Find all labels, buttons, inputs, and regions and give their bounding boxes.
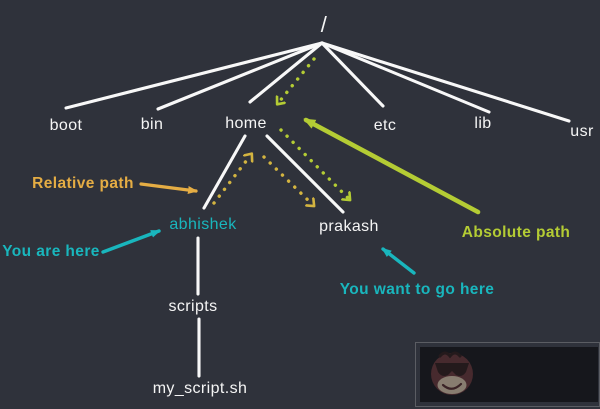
node-bin-label: bin: [141, 116, 164, 133]
absolute-path-dotted-route: [279, 57, 348, 198]
dotted-root-to-home: [279, 57, 316, 102]
node-home-label: home: [225, 115, 267, 132]
edge-root-bin: [156, 41, 324, 111]
node-usr-label: usr: [570, 123, 594, 140]
you-want-to-go-here-label: You want to go here: [340, 281, 495, 298]
node-scripts-label: scripts: [168, 298, 217, 315]
node-labels: / boot bin home etc lib usr abhishek pra…: [50, 12, 594, 397]
edge-home-abhishek: [202, 134, 247, 210]
edge-home-prakash: [265, 134, 345, 214]
relative-path-arrow: [139, 182, 198, 194]
dotted-abhishek-to-home: [212, 156, 250, 205]
absolute-path-arrow: [303, 117, 481, 215]
edge-root-boot: [64, 41, 324, 110]
logo-sunglasses-icon: [435, 363, 469, 376]
logo-muzzle: [437, 376, 467, 394]
logo-smile: [441, 382, 463, 390]
edge-root-lib: [320, 41, 491, 114]
you-want-to-go-here-arrow: [381, 247, 416, 275]
absolute-path-label: Absolute path: [462, 224, 571, 241]
logo-hair-curls: [438, 351, 462, 359]
node-prakash-label: prakash: [319, 218, 379, 235]
node-root-label: /: [321, 12, 328, 37]
node-myscript-label: my_script.sh: [153, 380, 248, 397]
watermark-logo: [431, 351, 473, 395]
node-boot-label: boot: [50, 117, 83, 134]
edge-root-usr: [320, 41, 571, 123]
node-abhishek-label: abhishek: [169, 216, 237, 233]
you-are-here-arrow: [101, 229, 161, 254]
dotted-home-to-prakash-relative: [262, 155, 312, 204]
dotted-home-to-prakash-absolute: [279, 128, 348, 198]
watermark: [415, 342, 600, 407]
node-lib-label: lib: [474, 115, 491, 132]
tree-edges: [64, 41, 571, 378]
relative-path-dotted-route: [212, 155, 312, 205]
node-etc-label: etc: [374, 117, 397, 134]
edge-root-etc: [320, 41, 385, 108]
relative-path-label: Relative path: [32, 175, 134, 192]
you-are-here-label: You are here: [2, 243, 100, 260]
edge-root-home: [248, 41, 324, 104]
